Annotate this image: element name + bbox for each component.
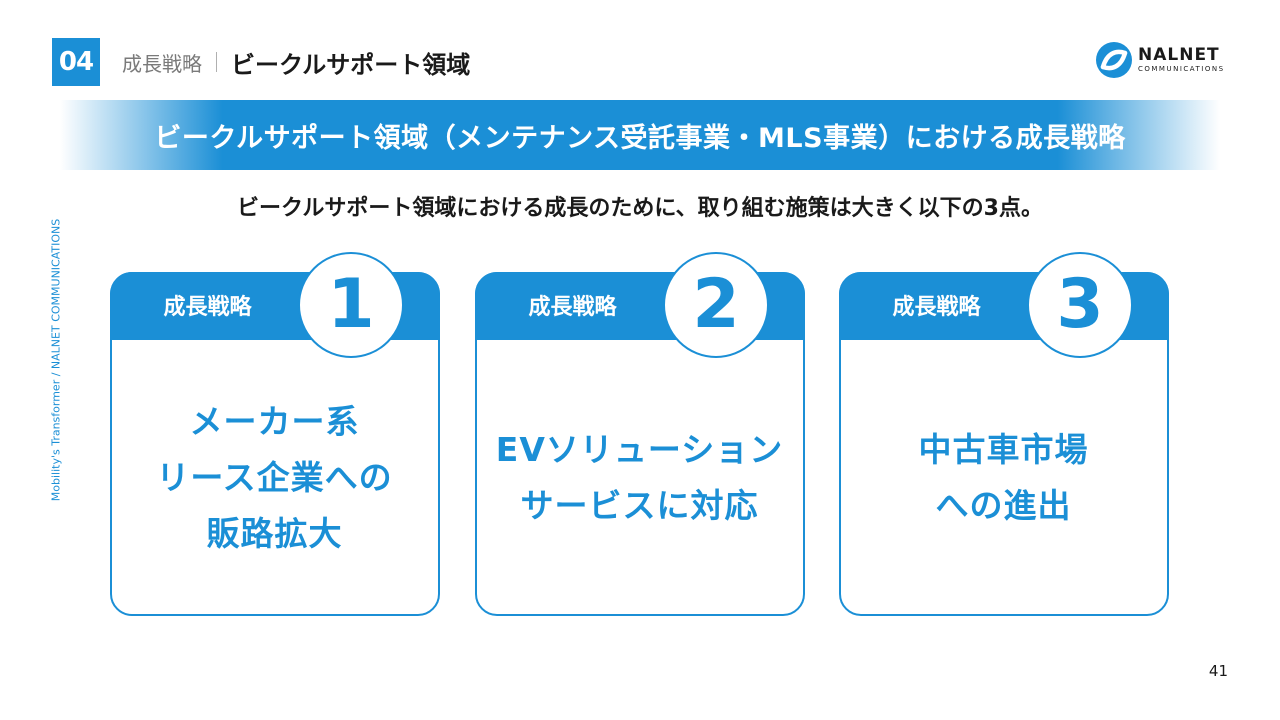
card-body: 中古車市場 への進出: [841, 342, 1166, 614]
card-label: 成長戦略: [163, 294, 252, 320]
vertical-side-text: Mobility's Transformer / NALNET COMMUNIC…: [48, 205, 64, 515]
card-label: 成長戦略: [528, 294, 617, 320]
logo-wordmark: NALNET: [1138, 45, 1220, 65]
subtitle: ビークルサポート領域における成長のために、取り組む施策は大きく以下の3点。: [237, 196, 1043, 221]
strategy-number-badge: 2: [663, 252, 769, 358]
card-text-line: EVソリューション: [495, 430, 784, 469]
side-caption: Mobility's Transformer / NALNET COMMUNIC…: [49, 218, 63, 502]
section-number-badge: 04: [52, 38, 100, 86]
nalnet-swirl-icon: [1096, 42, 1132, 78]
card-text-line: リース企業への: [156, 458, 393, 497]
card-text-line: サービスに対応: [520, 486, 759, 525]
breadcrumb-parent: 成長戦略: [122, 51, 202, 76]
strategy-card-1: 成長戦略 1 メーカー系 リース企業への 販路拡大: [109, 252, 440, 616]
page-number: 41: [1208, 662, 1228, 680]
logo-subtext: COMMUNICATIONS: [1138, 65, 1225, 73]
strategy-card-3: 成長戦略 3 中古車市場 への進出: [838, 252, 1169, 616]
card-body: EVソリューション サービスに対応: [477, 342, 802, 614]
card-body: メーカー系 リース企業への 販路拡大: [112, 342, 437, 614]
breadcrumb-divider: [216, 52, 217, 72]
card-text-line: 中古車市場: [918, 430, 1089, 469]
banner-title: ビークルサポート領域（メンテナンス受託事業・MLS事業）における成長戦略: [154, 122, 1126, 154]
title-banner: ビークルサポート領域（メンテナンス受託事業・MLS事業）における成長戦略: [60, 100, 1220, 170]
strategy-card-2: 成長戦略 2 EVソリューション サービスに対応: [474, 252, 805, 616]
card-label: 成長戦略: [892, 294, 981, 320]
company-logo: NALNET COMMUNICATIONS: [1094, 40, 1244, 80]
strategy-number-badge: 3: [1027, 252, 1133, 358]
card-text-line: への進出: [935, 486, 1072, 525]
page-title: ビークルサポート領域: [231, 50, 471, 79]
strategy-number-badge: 1: [298, 252, 404, 358]
breadcrumb: 成長戦略 ビークルサポート領域: [122, 44, 470, 80]
card-text-line: 販路拡大: [206, 514, 343, 553]
card-text-line: メーカー系: [189, 402, 360, 441]
